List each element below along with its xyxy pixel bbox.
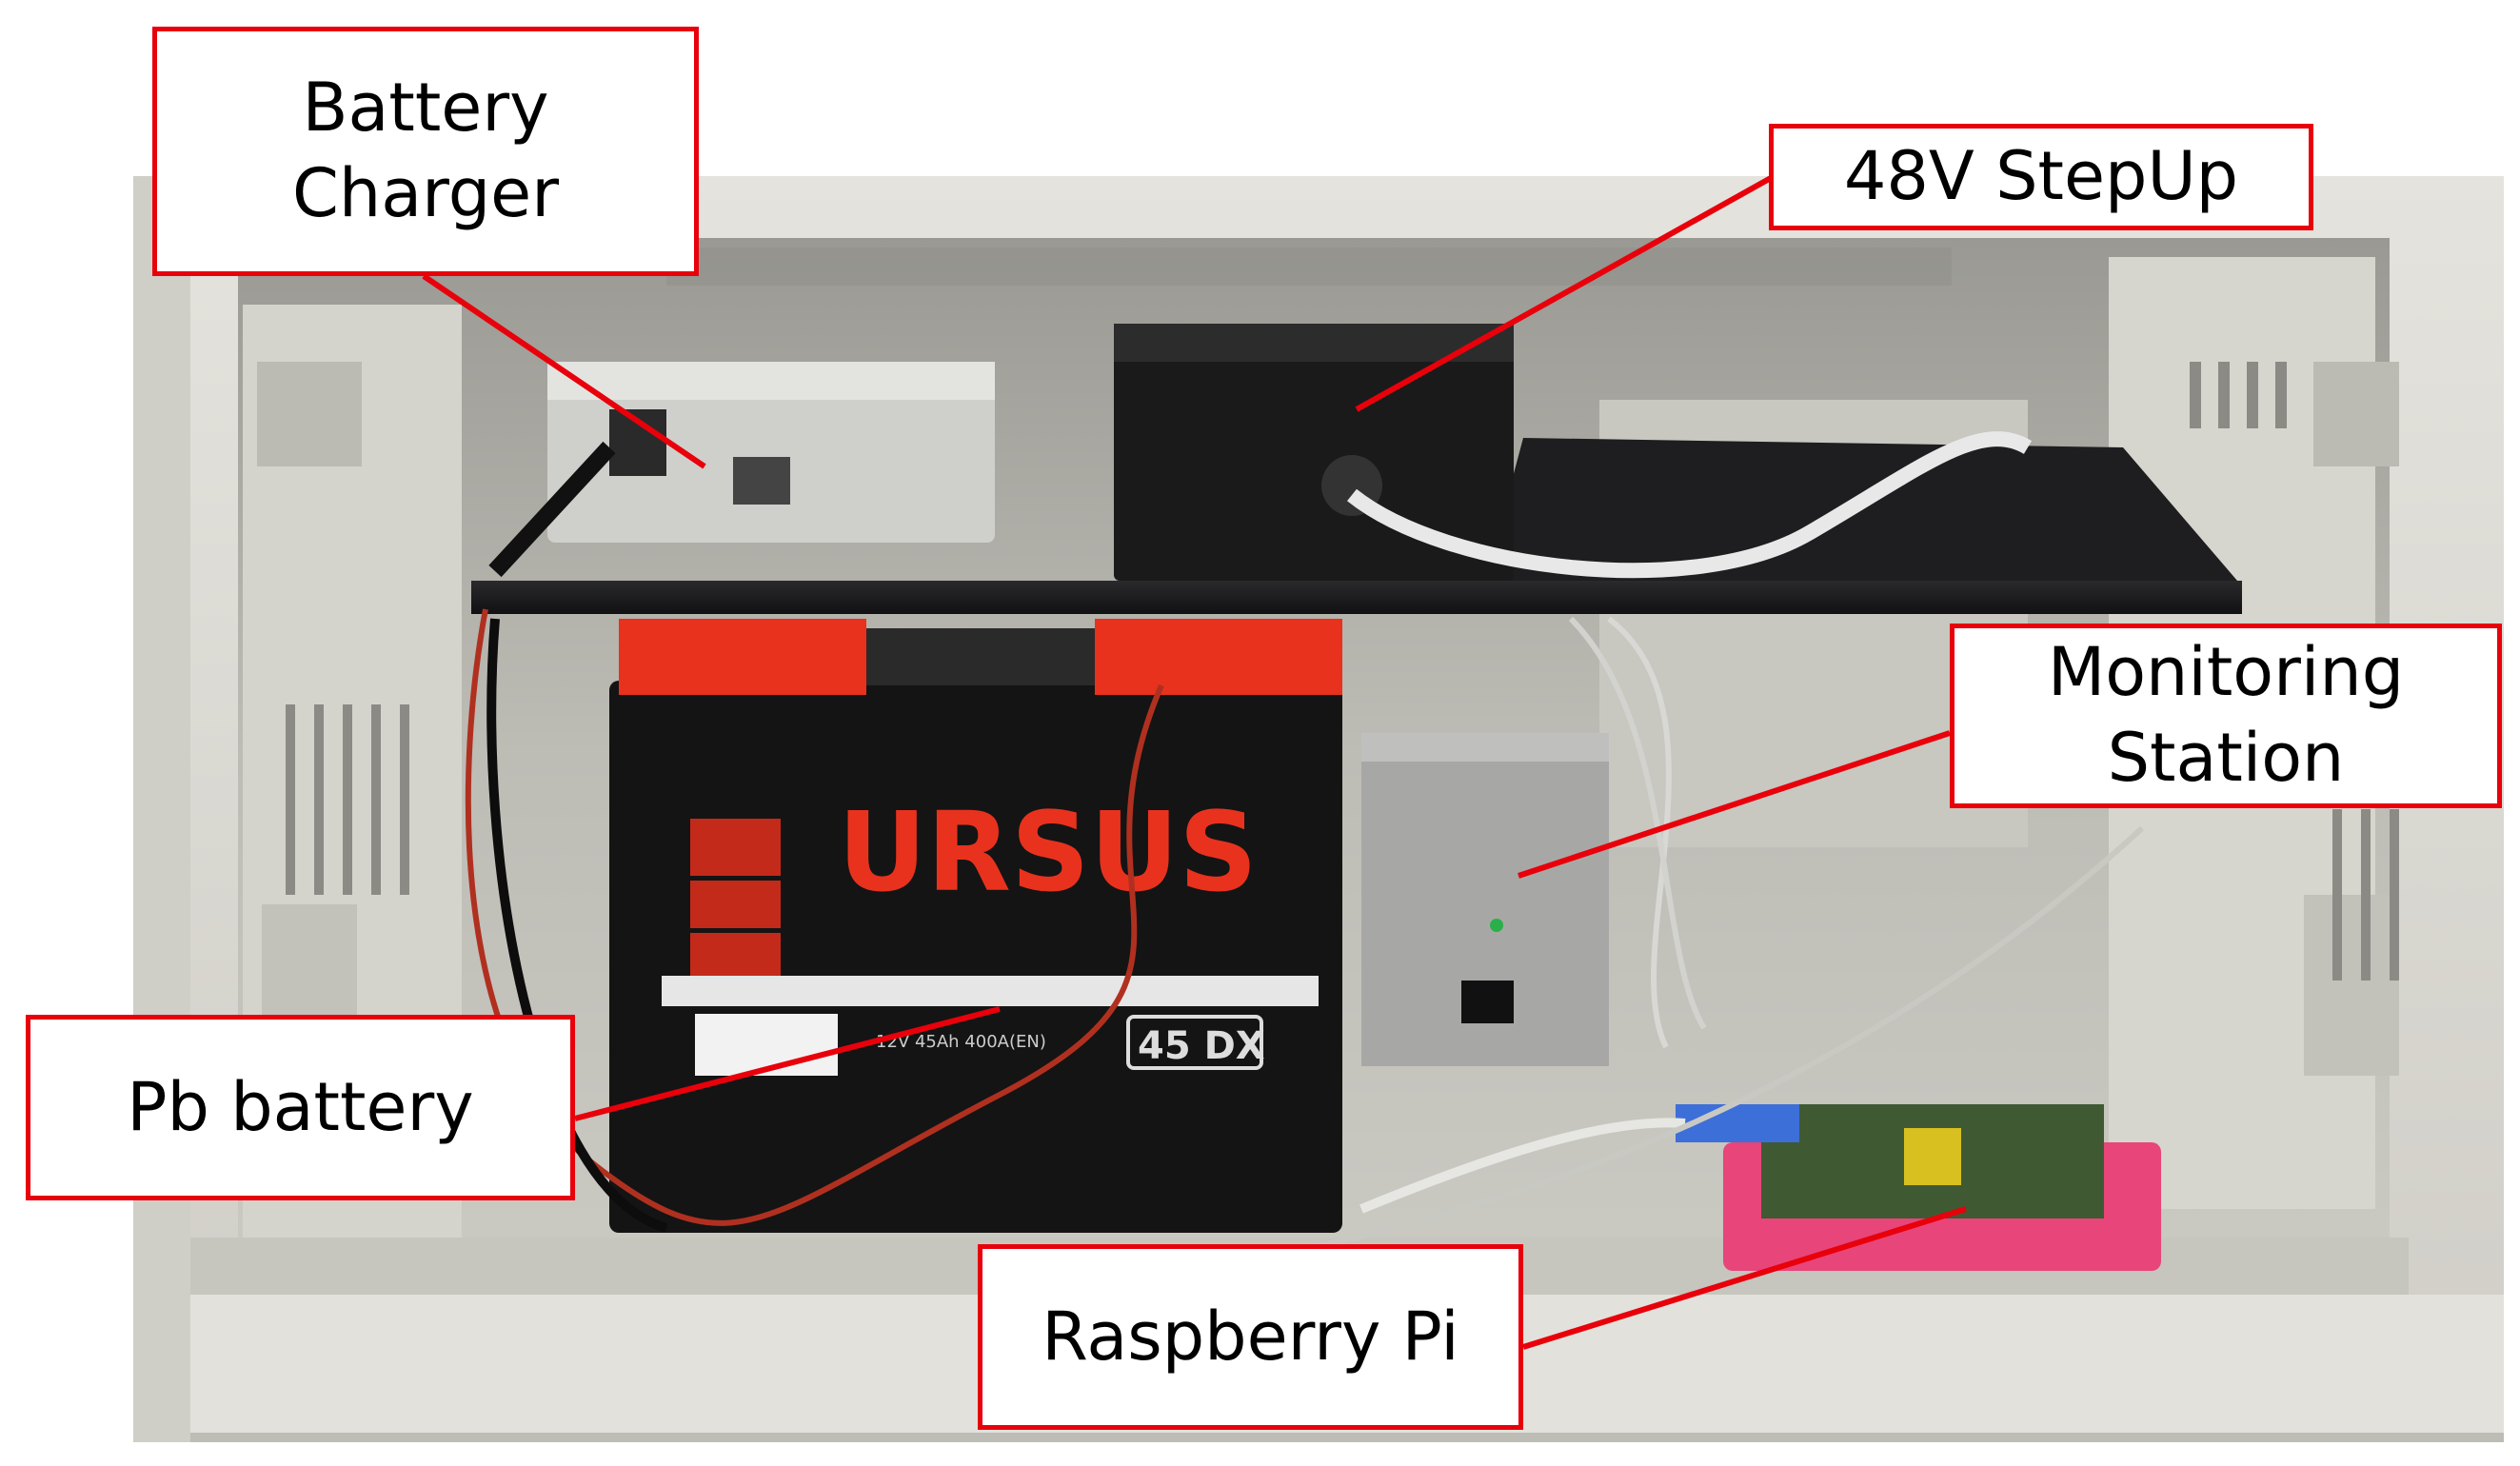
label-battery-charger: Battery Charger bbox=[152, 27, 699, 276]
battery-model-text: 45 DX bbox=[1138, 1024, 1265, 1068]
label-48v-stepup-text: 48V StepUp bbox=[1843, 137, 2239, 216]
label-48v-stepup: 48V StepUp bbox=[1769, 124, 2313, 230]
label-monitoring-station-text: Monitoring Station bbox=[2047, 633, 2405, 797]
leader-line-monitoring-station bbox=[1518, 730, 1951, 879]
label-raspberry-pi-text: Raspberry Pi bbox=[1042, 1297, 1459, 1376]
leader-line-raspberry-pi bbox=[1522, 1206, 1967, 1350]
label-pb-battery: Pb battery bbox=[26, 1015, 575, 1200]
monitoring-station-device bbox=[1361, 616, 1707, 1066]
leader-line-pb-battery bbox=[574, 1006, 1001, 1121]
leader-line-battery-charger bbox=[422, 273, 706, 469]
battery-charger-device bbox=[488, 362, 995, 578]
leader-lines bbox=[422, 175, 1967, 1350]
label-battery-charger-text: Battery Charger bbox=[292, 69, 559, 232]
raspberry-pi-device bbox=[1313, 825, 2161, 1271]
stepup-device bbox=[1114, 324, 2033, 581]
label-monitoring-station: Monitoring Station bbox=[1950, 624, 2502, 808]
label-raspberry-pi: Raspberry Pi bbox=[978, 1244, 1523, 1430]
label-pb-battery-text: Pb battery bbox=[127, 1067, 474, 1146]
battery-brand-text: URSUS bbox=[838, 789, 1258, 917]
pb-battery-device: URSUS 45 DX 12V 45Ah 400A(EN) bbox=[465, 608, 1342, 1233]
leader-line-stepup bbox=[1355, 175, 1773, 412]
battery-specs-text: 12V 45Ah 400A(EN) bbox=[876, 1032, 1046, 1052]
